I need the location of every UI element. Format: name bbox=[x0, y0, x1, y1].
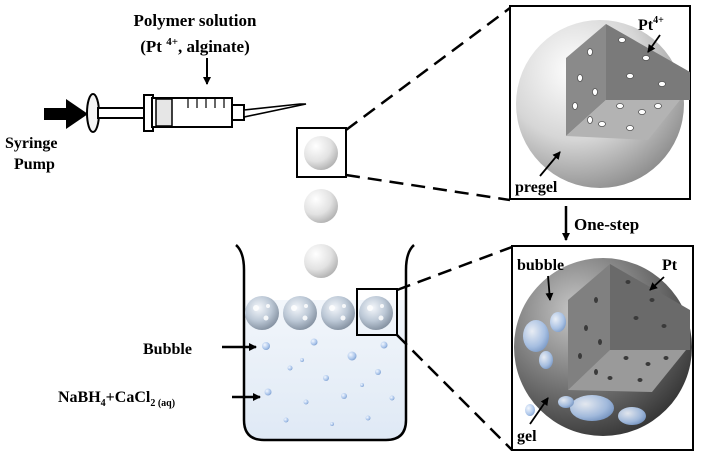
pt-label: Pt bbox=[662, 257, 678, 274]
dashed-connector-bottom-2 bbox=[396, 334, 513, 451]
polymer-composition-sup: 4+ bbox=[166, 36, 178, 48]
gel-cut-floor bbox=[568, 350, 686, 392]
bubble-top-arrow bbox=[545, 275, 554, 301]
beaker bbox=[235, 244, 415, 442]
polymer-composition-a: (Pt bbox=[140, 37, 166, 56]
polymer-solution-label: Polymer solution bbox=[134, 11, 257, 30]
syringe-pump-arrow bbox=[44, 99, 88, 129]
reagent-aq: (aq) bbox=[155, 398, 175, 409]
syringe-pump-label-line1: Syringe bbox=[5, 135, 57, 152]
droplet-2 bbox=[304, 189, 338, 223]
pregel-cut-back bbox=[606, 24, 690, 100]
beaker-wall bbox=[235, 244, 415, 442]
pt4-arrow bbox=[647, 34, 661, 53]
pregel-panel: Pt4+ pregel bbox=[509, 5, 691, 200]
needle-hub bbox=[231, 104, 245, 121]
plunger-seal bbox=[155, 98, 173, 127]
syringe bbox=[86, 93, 307, 133]
reagent-nabh: NaBH bbox=[58, 389, 101, 406]
syringe-pump-label-line2: Pump bbox=[14, 156, 55, 173]
droplet-1 bbox=[304, 136, 338, 170]
droplet-3 bbox=[304, 244, 338, 278]
floating-beads bbox=[245, 296, 393, 330]
polymer-composition-b: , alginate) bbox=[178, 37, 250, 56]
dashed-connector-bottom-1 bbox=[396, 245, 513, 292]
bead-2 bbox=[283, 296, 317, 330]
dashed-connector-top-1 bbox=[345, 6, 511, 132]
gel-surface-bubbles bbox=[523, 312, 646, 425]
pt4-label: Pt4+ bbox=[638, 15, 664, 34]
gel-label: gel bbox=[517, 428, 537, 445]
bead-1 bbox=[245, 296, 279, 330]
bubble-left-label: Bubble bbox=[143, 341, 192, 358]
pregel-label: pregel bbox=[515, 179, 558, 196]
bubble-top-label: bubble bbox=[517, 257, 564, 274]
pregel-cut-floor bbox=[566, 100, 680, 140]
dashed-connector-top-2 bbox=[345, 173, 511, 202]
plunger-rod bbox=[97, 107, 147, 119]
reagent-sub2: 2 bbox=[150, 398, 155, 409]
reagent-label: NaBH4+CaCl2 (aq) bbox=[58, 389, 175, 409]
bead-4 bbox=[359, 296, 393, 330]
gel-arrow bbox=[529, 397, 549, 425]
gel-panel: bubble Pt gel bbox=[511, 245, 694, 451]
one-step-label: One-step bbox=[574, 215, 639, 234]
pt4-label-sup: 4+ bbox=[653, 15, 664, 26]
pregel-arrow bbox=[539, 151, 561, 177]
bead-highlight-box bbox=[356, 288, 398, 336]
barrel-graduations bbox=[187, 99, 225, 108]
gel-particles bbox=[578, 280, 669, 382]
polymer-composition-label: (Pt 4+, alginate) bbox=[140, 36, 250, 56]
droplet-highlight-box bbox=[296, 127, 347, 178]
reagent-cacl: +CaCl bbox=[106, 389, 151, 406]
pt-arrow bbox=[649, 276, 665, 291]
pregel-particles bbox=[572, 37, 666, 131]
needle bbox=[243, 103, 307, 118]
gel-cut-back bbox=[610, 264, 690, 350]
pt4-label-main: Pt bbox=[638, 17, 654, 34]
beaker-bubbles bbox=[262, 338, 395, 426]
bead-3 bbox=[321, 296, 355, 330]
gel-cut-left bbox=[568, 264, 610, 390]
reagent-sub4: 4 bbox=[101, 398, 106, 409]
